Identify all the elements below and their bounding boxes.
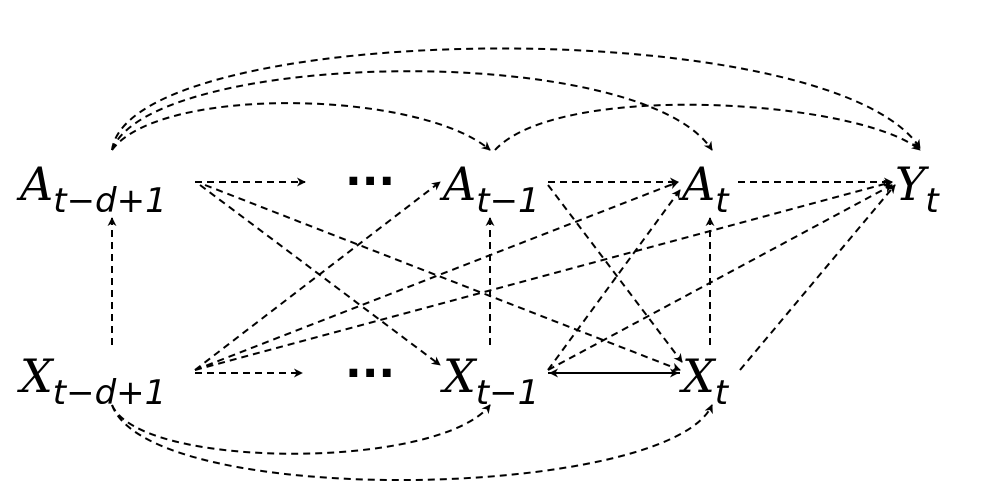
- edge-a-tmd-to-a-tm1: [111, 102, 491, 151]
- node-y-t: Yt: [895, 157, 940, 221]
- node-a-tmd-base: A: [16, 157, 53, 211]
- nodes: At−d+1 At−1 At Yt Xt−d+1 Xt−1 Xt ··· ···: [16, 156, 940, 413]
- node-x-tmd: Xt−d+1: [17, 349, 166, 413]
- node-a-tm1: At−1: [439, 157, 540, 221]
- edge-a-tmd-to-y-t: [111, 47, 921, 151]
- edge-x-tmd-to-y-t: [194, 179, 893, 371]
- edge-x-t-to-y-t: [739, 184, 896, 371]
- node-x-tm1: Xt−1: [440, 349, 539, 413]
- edge-x-tmd-to-x-t: [111, 404, 713, 481]
- node-x-tm1-sub: t−1: [476, 373, 539, 413]
- node-a-t-sub: t: [715, 181, 730, 221]
- node-x-tmd-sub: t−d+1: [53, 373, 167, 413]
- edge-x-tmd-to-a-tm1: [194, 181, 441, 371]
- edge-x-tm1-to-y-t: [547, 184, 893, 371]
- edge-a-tm1-to-x-t: [547, 184, 683, 363]
- node-x-t-sub: t: [715, 373, 730, 413]
- edges: [107, 47, 921, 481]
- node-a-tm1-base: A: [439, 157, 476, 211]
- node-y-t-sub: t: [925, 181, 940, 221]
- node-x-tm1-base: X: [440, 349, 478, 403]
- node-x-t: Xt: [679, 349, 730, 413]
- ellipsis-top: ···: [345, 156, 395, 207]
- node-a-tmd: At−d+1: [16, 157, 167, 221]
- node-a-t: At: [678, 157, 730, 221]
- edge-x-tmd-to-x-tm1: [111, 404, 491, 455]
- node-a-t-base: A: [678, 157, 715, 211]
- ellipsis-bottom: ···: [345, 348, 395, 399]
- node-x-tmd-base: X: [17, 349, 55, 403]
- edge-a-tmd-to-x-t: [204, 184, 681, 372]
- node-a-tmd-sub: t−d+1: [53, 181, 167, 221]
- edge-x-tm1-to-a-t: [547, 189, 681, 371]
- node-y-t-base: Y: [895, 157, 930, 211]
- edge-a-tm1-to-y-t: [494, 103, 921, 151]
- node-x-t-base: X: [679, 349, 717, 403]
- edge-x-tmd-to-a-t: [194, 180, 679, 371]
- node-a-tm1-sub: t−1: [476, 181, 539, 221]
